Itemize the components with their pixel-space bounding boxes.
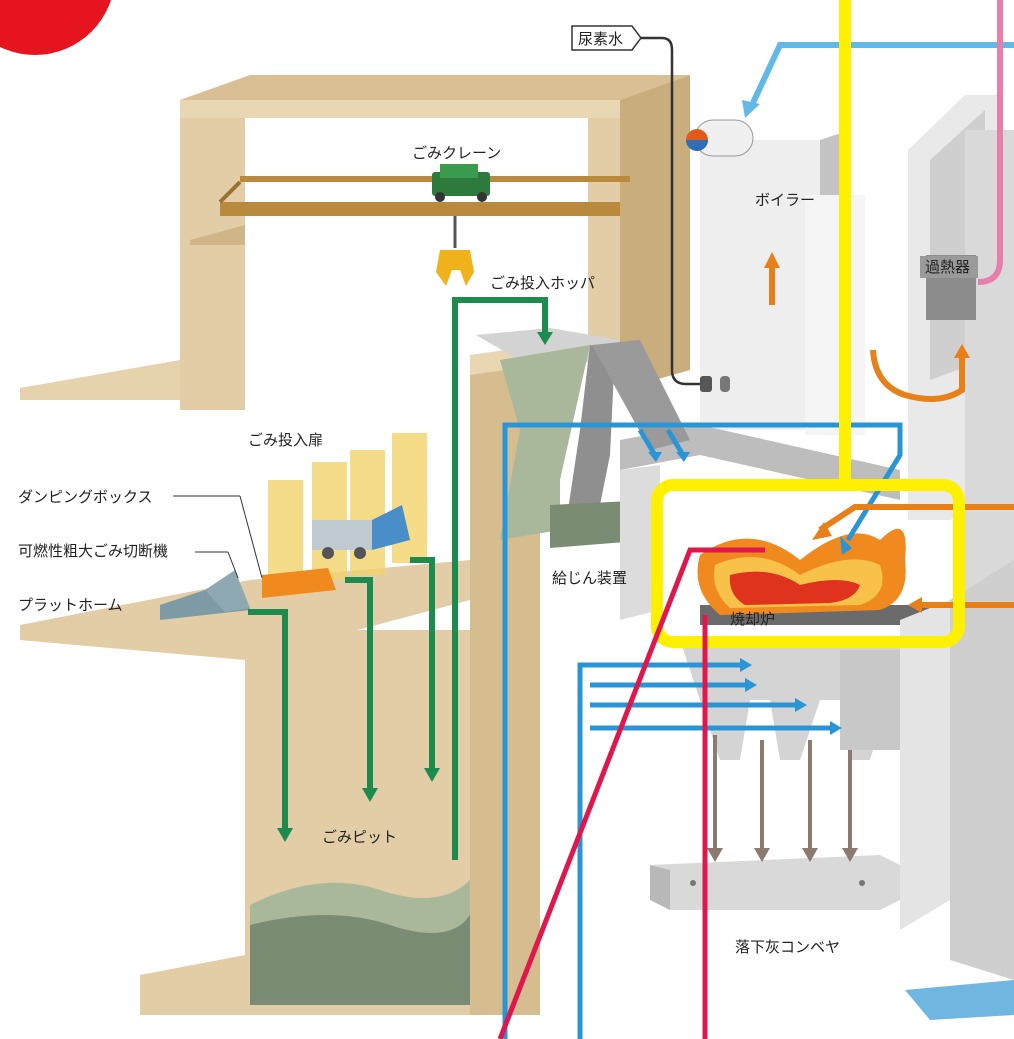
waste-flow-arrowheads — [277, 332, 553, 842]
label-superheater: 過熱器 — [925, 258, 970, 276]
label-ash-conveyor: 落下灰コンベヤ — [735, 938, 840, 956]
label-platform: プラットホーム — [18, 596, 123, 614]
label-shredder: 可燃性粗大ごみ切断機 — [18, 542, 168, 560]
dumping-box-leader-2 — [239, 495, 263, 579]
gas-flow-arrowheads — [764, 252, 970, 613]
urea-nozzle — [700, 376, 712, 392]
label-boiler: ボイラー — [755, 191, 815, 209]
label-garbage-crane: ごみクレーン — [412, 144, 501, 162]
boiler-structure — [592, 95, 1014, 1020]
label-entry-door: ごみ投入扉 — [248, 431, 323, 449]
red-lines — [497, 547, 765, 1039]
urea-water-line — [640, 36, 700, 386]
label-feeder: 給じん装置 — [552, 569, 627, 587]
boiler-port — [720, 376, 730, 392]
label-incinerator: 焼却炉 — [730, 610, 775, 628]
garbage-crane-trolley — [432, 164, 490, 286]
garbage-truck — [312, 505, 410, 559]
dumping-box — [262, 568, 336, 598]
label-pit: ごみピット — [322, 828, 397, 846]
crane-rails — [218, 176, 630, 216]
shredder-leader-2 — [227, 551, 239, 579]
label-urea-water: 尿素水 — [578, 30, 623, 48]
shredder — [160, 570, 250, 620]
waste-flow-lines — [248, 297, 548, 860]
ash-flow-lines — [707, 735, 858, 862]
superheater-label-bg — [920, 256, 978, 278]
logo-red-circle — [0, 0, 111, 55]
label-dumping-box: ダンピングボックス — [18, 488, 153, 506]
steam-line — [977, 0, 1003, 285]
air-flow-arrowheads — [648, 452, 852, 735]
incinerator-flames — [697, 528, 906, 615]
urea-water-label-box — [571, 25, 642, 51]
incinerator-highlight-box — [651, 479, 965, 648]
label-hopper: ごみ投入ホッパ — [490, 274, 595, 292]
sky-blue-inlet-line — [742, 42, 1014, 118]
ash-conveyor — [650, 855, 900, 910]
